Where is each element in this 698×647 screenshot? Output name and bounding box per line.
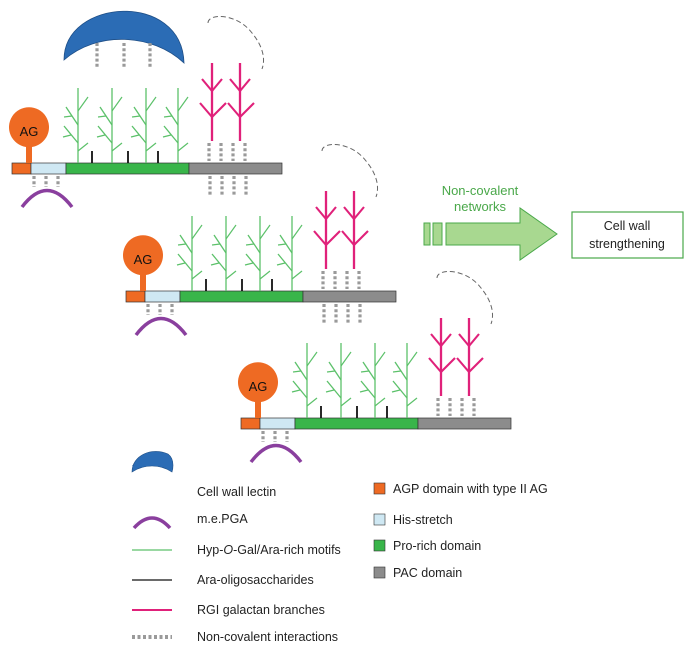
arrow-label-line2: networks xyxy=(454,199,507,214)
hyp-motif-tree xyxy=(162,87,189,164)
ag-glycan-balloon xyxy=(9,107,50,163)
non-covalent-networks-arrow: Non-covalent networks xyxy=(423,183,558,261)
pac-domain xyxy=(302,290,397,303)
pac-domain xyxy=(417,417,512,430)
legend-label-lectin: Cell wall lectin xyxy=(197,485,276,499)
rgi-galactan-branch xyxy=(312,189,342,271)
pro-rich-swatch xyxy=(373,539,386,552)
pro-rich-domain xyxy=(65,162,190,175)
hyp-motif-tree xyxy=(276,215,303,292)
legend-label-mepga: m.e.PGA xyxy=(197,512,248,526)
his-stretch-domain xyxy=(144,290,181,303)
arrow-body xyxy=(445,207,558,261)
hyp-motif-tree xyxy=(291,342,318,419)
ag-label: AG xyxy=(134,252,153,267)
rgi-backbone-dashed xyxy=(207,15,265,70)
legend-label-hyp: Hyp-O-Gal/Ara-rich motifs xyxy=(197,543,341,557)
legend-label-pac: PAC domain xyxy=(393,566,462,580)
agp-molecule-3: AG xyxy=(237,270,512,464)
agp-domain xyxy=(125,290,146,303)
hyp-motif-tree xyxy=(244,215,271,292)
pro-rich-domain xyxy=(179,290,304,303)
arrow-label-line1: Non-covalent xyxy=(442,183,519,198)
rgi-galactan-branch xyxy=(226,61,256,143)
result-box-line1: Cell wall xyxy=(604,219,651,233)
result-box-line2: strengthening xyxy=(589,237,665,251)
legend-label-his: His-stretch xyxy=(393,513,453,527)
cell-wall-lectin xyxy=(63,10,185,64)
ag-glycan-balloon xyxy=(237,362,278,418)
rgi-galactan-branch xyxy=(427,316,457,398)
rgi-galactan-branch xyxy=(455,316,485,398)
agp-molecule-2: AG xyxy=(123,143,397,337)
his-stretch-swatch xyxy=(373,513,386,526)
hyp-motif-tree xyxy=(62,87,89,164)
mepga-arc-icon xyxy=(132,516,172,530)
hyp-motif-tree xyxy=(130,87,157,164)
hyp-motif-tree xyxy=(210,215,237,292)
legend-left: Cell wall lectin m.e.PGA Hyp-O-Gal/Ara-r… xyxy=(131,451,341,644)
agp-molecules: AG AG AG xyxy=(9,10,512,464)
pac-domain-swatch xyxy=(373,566,386,579)
hyp-motif-tree xyxy=(359,342,386,419)
agp-domain xyxy=(11,162,32,175)
mepga-arc xyxy=(134,316,188,337)
hyp-motif-tree xyxy=(176,215,203,292)
arrow-stub-1 xyxy=(423,222,431,246)
pac-domain xyxy=(188,162,283,175)
agp-domain-swatch xyxy=(373,482,386,495)
his-stretch-domain xyxy=(30,162,67,175)
legend-label-rgi: RGI galactan branches xyxy=(197,603,325,617)
lectin-legend-icon xyxy=(131,451,174,473)
arrow-stub-2 xyxy=(432,222,443,246)
result-box-frame xyxy=(571,211,684,259)
rgi-backbone-dashed xyxy=(436,270,494,325)
legend-right: AGP domain with type II AG His-stretch P… xyxy=(373,482,548,580)
ag-label: AG xyxy=(20,124,39,139)
mepga-arc xyxy=(20,188,74,209)
ag-label: AG xyxy=(249,379,268,394)
hyp-motif-tree xyxy=(96,87,123,164)
pro-rich-domain xyxy=(294,417,419,430)
his-stretch-domain xyxy=(259,417,296,430)
agp-molecule-1: AG xyxy=(9,10,283,209)
rgi-backbone-dashed xyxy=(321,143,379,198)
rgi-galactan-branch xyxy=(340,189,370,271)
mepga-arc xyxy=(249,443,303,464)
ag-glycan-balloon xyxy=(123,235,164,291)
rgi-galactan-branch xyxy=(198,61,228,143)
legend-label-pro: Pro-rich domain xyxy=(393,539,481,553)
hyp-motif-tree xyxy=(391,342,418,419)
hyp-motif-tree xyxy=(325,342,352,419)
cell-wall-strengthening-box: Cell wall strengthening xyxy=(571,211,684,259)
legend-label-ara: Ara-oligosaccharides xyxy=(197,573,314,587)
legend-label-noncov: Non-covalent interactions xyxy=(197,630,338,644)
agp-domain xyxy=(240,417,261,430)
legend-label-agp: AGP domain with type II AG xyxy=(393,482,548,496)
